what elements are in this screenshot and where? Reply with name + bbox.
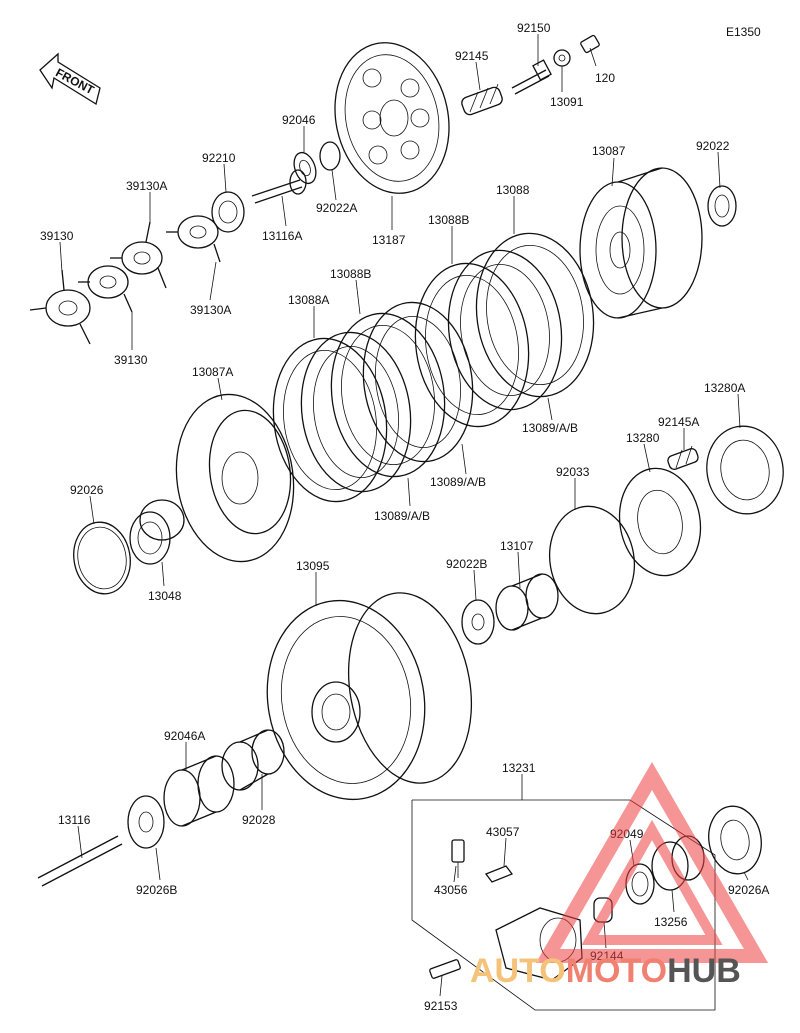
friction-plate-13088B-top bbox=[414, 262, 530, 428]
front-arrow-icon: FRONT bbox=[39, 52, 101, 106]
label-92026A: 92026A bbox=[728, 883, 769, 897]
steel-plate-13089-low bbox=[300, 331, 412, 493]
rod-92150 bbox=[511, 59, 552, 95]
label-13095: 13095 bbox=[296, 559, 330, 573]
label-92153: 92153 bbox=[424, 999, 458, 1013]
sleeve-13048 bbox=[129, 499, 185, 565]
clutch-housing-13087 bbox=[579, 167, 703, 319]
rod-13116 bbox=[37, 835, 123, 887]
washer-13091-hole bbox=[558, 54, 566, 62]
label-92026: 92026 bbox=[70, 483, 104, 497]
label-43056: 43056 bbox=[434, 883, 468, 897]
label-92022B: 92022B bbox=[446, 557, 487, 571]
watermark-text: AUTOMOTOHUB bbox=[470, 952, 741, 990]
label-13231: 13231 bbox=[502, 761, 536, 775]
label-13256: 13256 bbox=[654, 915, 688, 929]
label-13280: 13280 bbox=[626, 431, 660, 445]
lifter-arm-39130A-bottom bbox=[110, 221, 167, 289]
label-92022A: 92022A bbox=[316, 201, 357, 215]
friction-plate-13088 bbox=[475, 232, 595, 398]
label-13280A: 13280A bbox=[704, 381, 745, 395]
label-13116A: 13116A bbox=[262, 229, 302, 243]
label-39130-bottom: 39130 bbox=[114, 353, 148, 367]
label-13187: 13187 bbox=[372, 233, 406, 247]
label-39130-left: 39130 bbox=[40, 229, 74, 243]
bearing-92046 bbox=[293, 151, 317, 185]
label-39130A-bottom: 39130A bbox=[190, 303, 231, 317]
washer-92022A bbox=[319, 141, 341, 171]
needle-bearing-13107 bbox=[495, 573, 559, 631]
washer-92026B bbox=[127, 795, 165, 849]
label-13048: 13048 bbox=[148, 589, 182, 603]
label-13087: 13087 bbox=[592, 144, 626, 158]
circlip-92026 bbox=[73, 521, 131, 595]
part-labels: 92150 92145 120 13091 92046 92210 92022A… bbox=[40, 21, 769, 1013]
clutch-gear-13095 bbox=[266, 592, 473, 801]
label-13088B: 13088B bbox=[330, 267, 371, 281]
washer-92022B bbox=[461, 599, 495, 645]
gasket-92026A bbox=[708, 805, 762, 875]
bleeder-43056 bbox=[451, 839, 465, 878]
label-13116: 13116 bbox=[58, 813, 91, 827]
label-92046: 92046 bbox=[282, 113, 316, 127]
seal-92210 bbox=[211, 191, 245, 233]
lifter-arm-39130-mid bbox=[78, 265, 133, 313]
release-assembly-box-13231 bbox=[411, 799, 716, 1011]
pushrod-13116A bbox=[251, 169, 307, 204]
label-92210: 92210 bbox=[202, 151, 236, 165]
bolt-120 bbox=[580, 34, 600, 54]
watermark-part3: HUB bbox=[667, 952, 741, 990]
sleeve-92028 bbox=[221, 729, 285, 791]
plate-13280 bbox=[618, 467, 702, 577]
label-13087A: 13087A bbox=[192, 365, 233, 379]
leader-lines bbox=[59, 34, 749, 997]
label-92033: 92033 bbox=[556, 465, 590, 479]
label-92022: 92022 bbox=[696, 139, 730, 153]
steel-plate-13089-right bbox=[447, 249, 563, 411]
spring-92145A bbox=[667, 445, 699, 470]
label-92046A: 92046A bbox=[164, 729, 205, 743]
label-43057: 43057 bbox=[486, 825, 520, 839]
lifter-arm-39130A-top bbox=[166, 215, 221, 263]
friction-plate-13088B bbox=[330, 312, 446, 478]
steel-plate-13089-mid bbox=[362, 301, 474, 463]
label-13088: 13088 bbox=[496, 183, 530, 197]
watermark-part1: AUTO bbox=[470, 952, 566, 990]
pressure-plate-13187 bbox=[334, 42, 450, 194]
watermark-logo bbox=[535, 762, 769, 963]
label-39130A-top: 39130A bbox=[126, 179, 167, 193]
watermark-part2: MOTO bbox=[566, 952, 667, 990]
label-13091: 13091 bbox=[550, 95, 584, 109]
diagram-code: E1350 bbox=[726, 25, 761, 39]
bolt-92153 bbox=[429, 959, 461, 979]
label-92026B: 92026B bbox=[136, 883, 177, 897]
label-92028: 92028 bbox=[242, 813, 276, 827]
label-13089-mid: 13089/A/B bbox=[430, 475, 486, 489]
wire-ring-92033 bbox=[548, 505, 636, 615]
lifter-arm-39130-left bbox=[29, 269, 91, 345]
clutch-hub-13087A bbox=[175, 393, 295, 563]
label-92150: 92150 bbox=[517, 21, 551, 35]
spacer-92022 bbox=[707, 185, 737, 227]
label-13088B-top: 13088B bbox=[428, 213, 469, 227]
label-92145A: 92145A bbox=[658, 415, 699, 429]
label-13089-right: 13089/A/B bbox=[522, 421, 578, 435]
clip-43057 bbox=[484, 865, 514, 883]
label-13107: 13107 bbox=[500, 539, 534, 553]
spring-plate-13280A bbox=[706, 425, 784, 515]
washer-13091 bbox=[553, 49, 571, 67]
label-13089-low: 13089/A/B bbox=[374, 509, 430, 523]
spring-92145 bbox=[461, 83, 503, 116]
label-120: 120 bbox=[595, 71, 615, 85]
label-92145: 92145 bbox=[455, 49, 489, 63]
label-13088A: 13088A bbox=[288, 293, 329, 307]
needle-bearing-92046A bbox=[163, 755, 235, 827]
